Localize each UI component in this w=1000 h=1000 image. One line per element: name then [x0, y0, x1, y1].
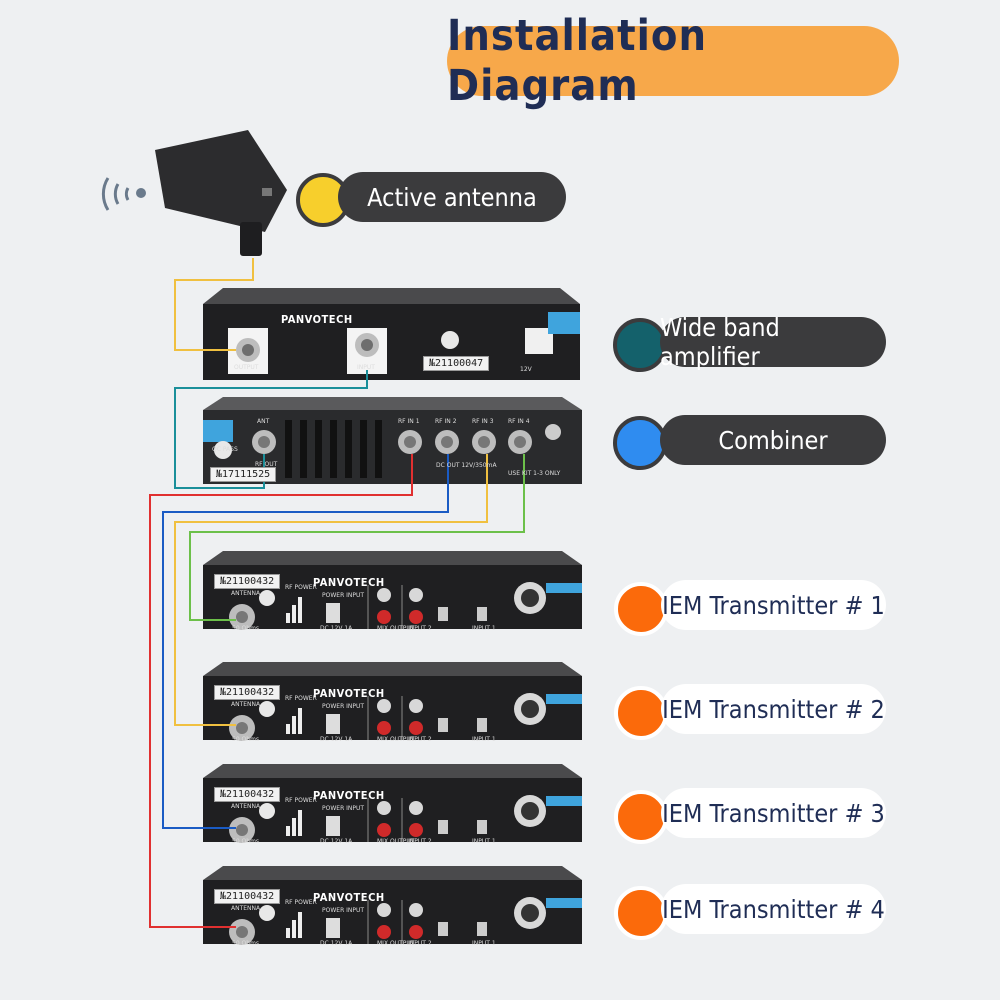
tx-dc-label: DC 12V 1A	[320, 736, 353, 743]
tx-rf-power-label: RF POWER	[285, 695, 317, 702]
combiner-port-rf1: RF IN 1	[398, 418, 420, 425]
label-antenna-text: Active antenna	[367, 182, 537, 212]
antenna-device	[101, 130, 287, 256]
cable-antenna-to-amp	[174, 258, 254, 351]
tx-rf-power-label: RF POWER	[285, 584, 317, 591]
diagram-title: Installation Diagram	[447, 11, 708, 111]
tx-mix-label: MIX OUTPUT	[377, 625, 415, 632]
label-antenna: Active antenna	[338, 172, 566, 222]
transmitter-device-3	[203, 764, 582, 843]
cable-amp-to-combiner	[174, 370, 368, 489]
tx-mix-label: MIX OUTPUT	[377, 736, 415, 743]
tx-antenna-label: ANTENNA	[231, 701, 261, 708]
combiner-qc: QC PASS	[212, 446, 238, 453]
cable-rf3-to-tx2	[174, 454, 488, 726]
tx-input1-label: INPUT 1	[472, 838, 496, 845]
tx-antenna-label: ANTENNA	[231, 905, 261, 912]
tx-serial: №21100432	[214, 574, 281, 589]
tx-power-input-label: POWER INPUT	[322, 592, 365, 599]
amp-port-input: INPUT	[357, 364, 375, 371]
tx-input1-label: INPUT 1	[472, 736, 496, 743]
label-transmitter-3: IEM Transmitter # 3	[661, 788, 886, 838]
transmitter-device-2	[203, 662, 582, 741]
tx-input2-label: INPUT 2	[408, 940, 432, 947]
label-transmitter-text: IEM Transmitter # 4	[662, 894, 885, 924]
label-transmitter-text: IEM Transmitter # 3	[662, 798, 885, 828]
tx-input2-label: INPUT 2	[408, 838, 432, 845]
tx-brand: PANVOTECH	[313, 687, 385, 700]
tx-brand: PANVOTECH	[313, 891, 385, 904]
tx-ohms-label: 50 Ohms	[232, 940, 260, 947]
combiner-port-ant: ANT	[257, 418, 270, 425]
label-transmitter-1: IEM Transmitter # 1	[661, 580, 886, 630]
combiner-port-rf2: RF IN 2	[435, 418, 457, 425]
tx-brand: PANVOTECH	[313, 576, 385, 589]
tx-mix-label: MIX OUTPUT	[377, 940, 415, 947]
amplifier-dot	[613, 318, 667, 372]
tx-ohms-label: 50 Ohms	[232, 736, 260, 743]
amp-power-label: 12V	[520, 366, 532, 373]
amp-port-output: OUTPUT	[234, 364, 259, 371]
tx-input2-label: INPUT 2	[408, 736, 432, 743]
tx-power-input-label: POWER INPUT	[322, 703, 365, 710]
cable-rf4-to-tx1	[189, 454, 525, 621]
cable-rf2-to-tx3	[162, 454, 449, 829]
tx-antenna-label: ANTENNA	[231, 590, 261, 597]
tx-power-input-label: POWER INPUT	[322, 907, 365, 914]
tx-dc-label: DC 12V 1A	[320, 625, 353, 632]
tx-serial: №21100432	[214, 889, 281, 904]
label-amplifier-text: Wide band amplifier	[660, 313, 780, 371]
label-combiner: Combiner	[660, 415, 886, 465]
tx-dc-label: DC 12V 1A	[320, 940, 353, 947]
tx-input2-label: INPUT 2	[408, 625, 432, 632]
label-transmitter-2: IEM Transmitter # 2	[661, 684, 886, 734]
combiner-port-rf3: RF IN 3	[472, 418, 494, 425]
combiner-device	[203, 397, 582, 484]
label-combiner-text: Combiner	[718, 425, 828, 455]
tx-input1-label: INPUT 1	[472, 940, 496, 947]
transmitter-dot-2	[614, 686, 668, 740]
combiner-use-label: USE KIT 1-3 ONLY	[508, 470, 561, 477]
combiner-rf-out: RF OUT	[255, 461, 278, 468]
combiner-port-rf4: RF IN 4	[508, 418, 530, 425]
tx-rf-power-label: RF POWER	[285, 797, 317, 804]
label-transmitter-text: IEM Transmitter # 2	[662, 694, 885, 724]
tx-brand: PANVOTECH	[313, 789, 385, 802]
label-transmitter-4: IEM Transmitter # 4	[661, 884, 886, 934]
tx-ohms-label: 50 Ohms	[232, 625, 260, 632]
combiner-dc-out: DC OUT 12V/350mA	[436, 462, 497, 469]
tx-rf-power-label: RF POWER	[285, 899, 317, 906]
title-banner: Installation Diagram	[447, 11, 899, 111]
combiner-dot	[613, 416, 667, 470]
tx-input1-label: INPUT 1	[472, 625, 496, 632]
label-amplifier: Wide band amplifier	[660, 313, 886, 371]
tx-serial: №21100432	[214, 685, 281, 700]
amplifier-brand: PANVOTECH	[281, 313, 353, 326]
transmitter-dot-1	[614, 582, 668, 636]
combiner-serial: №17111525	[210, 467, 277, 482]
transmitter-dot-4	[614, 886, 668, 940]
label-transmitter-text: IEM Transmitter # 1	[662, 590, 885, 620]
amplifier-serial: №21100047	[423, 356, 490, 371]
transmitter-dot-3	[614, 790, 668, 844]
cable-rf1-to-tx4	[149, 454, 413, 928]
tx-dc-label: DC 12V 1A	[320, 838, 353, 845]
tx-power-input-label: POWER INPUT	[322, 805, 365, 812]
amplifier-device	[203, 288, 580, 380]
tx-antenna-label: ANTENNA	[231, 803, 261, 810]
transmitter-device-4	[203, 866, 582, 945]
tx-ohms-label: 50 Ohms	[232, 838, 260, 845]
tx-serial: №21100432	[214, 787, 281, 802]
tx-mix-label: MIX OUTPUT	[377, 838, 415, 845]
